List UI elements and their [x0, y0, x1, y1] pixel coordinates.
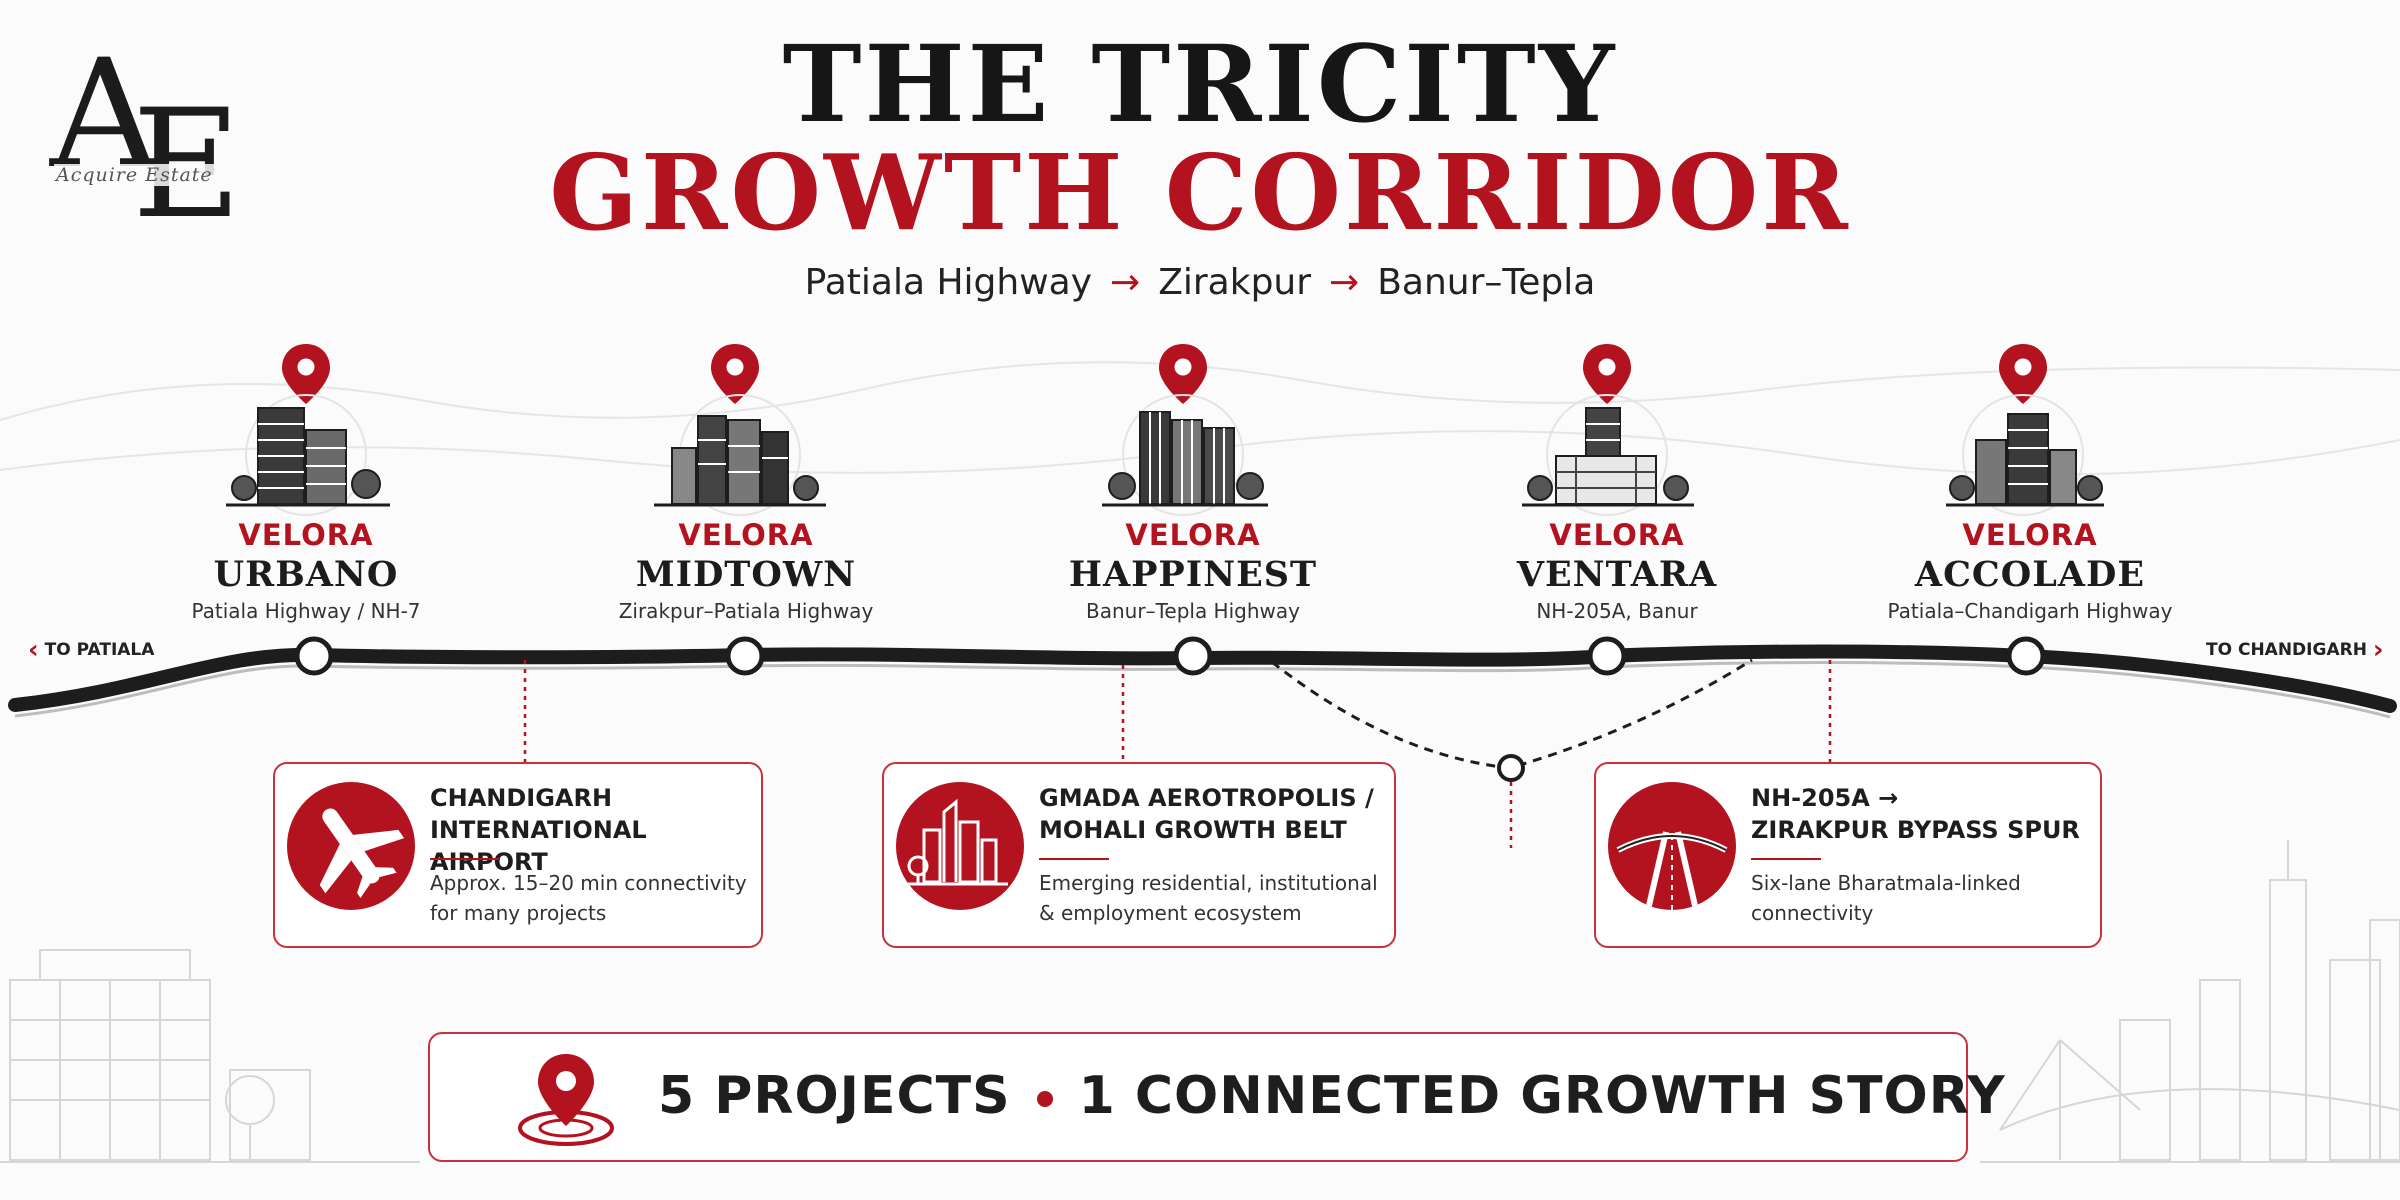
project-name: MIDTOWN [635, 554, 857, 595]
card-title-line-2: MOHALI GROWTH BELT [1039, 816, 1347, 844]
chevron-left-icon: ‹ [28, 635, 39, 665]
card-desc-line-2: connectivity [1751, 901, 1874, 925]
project-brand: VELORA [1962, 518, 2098, 552]
node-urbano [294, 636, 334, 676]
summary-banner: 5 PROJECTS 1 CONNECTED GROWTH STORY [428, 1032, 2005, 1162]
title-line-2: GROWTH CORRIDOR [549, 131, 1851, 254]
route-arrow-1: → [1110, 262, 1141, 303]
logo-script-text: Acquire Estate [54, 164, 215, 186]
building-icon-midtown [654, 394, 826, 516]
route-subtitle: Patiala Highway → Zirakpur → Banur–Tepla [0, 262, 2400, 303]
route-stop-2: Zirakpur [1158, 262, 1312, 303]
banner-left-text: 5 PROJECTS [658, 1066, 1011, 1126]
bypass-spur-dashed [1271, 658, 1753, 770]
project-location: Patiala–Chandigarh Highway [1887, 599, 2173, 623]
card-divider [1751, 858, 1821, 860]
card-desc-line-1: Six-lane Bharatmala-linked [1751, 871, 2021, 895]
project-midtown: VELORA MIDTOWN Zirakpur–Patiala Highway [566, 518, 926, 623]
project-name: URBANO [213, 554, 399, 595]
location-target-icon [518, 1054, 614, 1146]
project-location: Patiala Highway / NH-7 [191, 599, 421, 623]
bypass-card: NH-205A → ZIRAKPUR BYPASS SPUR Six-lane … [1594, 762, 2102, 948]
airplane-icon [287, 782, 415, 910]
route-stop-3: Banur–Tepla [1377, 262, 1596, 303]
node-ventara [1587, 636, 1627, 676]
project-brand: VELORA [1549, 518, 1685, 552]
spur-junction-node [1497, 754, 1525, 782]
project-location: NH-205A, Banur [1536, 599, 1698, 623]
card-title-line-1: CHANDIGARH [430, 784, 613, 812]
card-title: CHANDIGARH INTERNATIONAL AIRPORT [430, 782, 761, 878]
card-desc-line-2: & employment ecosystem [1039, 901, 1302, 925]
title-line-1: THE TRICITY [782, 21, 1618, 146]
to-chandigarh-label: TO CHANDIGARH [2206, 640, 2367, 660]
project-happinest: VELORA HAPPINEST Banur–Tepla Highway [1013, 518, 1373, 623]
building-icon-accolade [1946, 394, 2104, 516]
card-description: Approx. 15–20 min connectivity for many … [430, 868, 747, 928]
card-title-line-2: ZIRAKPUR BYPASS SPUR [1751, 816, 2080, 844]
project-brand: VELORA [678, 518, 814, 552]
building-icon-ventara [1522, 394, 1694, 516]
project-accolade: VELORA ACCOLADE Patiala–Chandigarh Highw… [1850, 518, 2210, 623]
to-patiala-label: TO PATIALA [44, 640, 155, 660]
airport-card: CHANDIGARH INTERNATIONAL AIRPORT Approx.… [273, 762, 763, 948]
building-icon-happinest [1102, 394, 1268, 516]
card-title-line-1: NH-205A → [1751, 784, 1899, 812]
project-brand: VELORA [238, 518, 374, 552]
route-arrow-2: → [1329, 262, 1360, 303]
node-happinest [1173, 636, 1213, 676]
chevron-right-icon: › [2372, 635, 2384, 665]
project-location: Zirakpur–Patiala Highway [618, 599, 874, 623]
building-icon-urbano [226, 394, 390, 516]
card-title: NH-205A → ZIRAKPUR BYPASS SPUR [1751, 782, 2080, 846]
card-divider [430, 858, 500, 860]
project-location: Banur–Tepla Highway [1086, 599, 1300, 623]
banner-dot [1036, 1091, 1053, 1107]
node-accolade [2006, 636, 2046, 676]
card-desc-line-1: Approx. 15–20 min connectivity [430, 871, 747, 895]
brand-logo: A E Acquire Estate [40, 40, 260, 250]
aerotropolis-card: GMADA AEROTROPOLIS / MOHALI GROWTH BELT … [882, 762, 1396, 948]
banner-right-text: 1 CONNECTED GROWTH STORY [1078, 1066, 2006, 1126]
project-name: VENTARA [1516, 554, 1718, 595]
project-ventara: VELORA VENTARA NH-205A, Banur [1437, 518, 1797, 623]
road-label-right: TO CHANDIGARH › [2206, 635, 2384, 665]
card-divider [1039, 858, 1109, 860]
card-title: GMADA AEROTROPOLIS / MOHALI GROWTH BELT [1039, 782, 1374, 846]
card-desc-line-2: for many projects [430, 901, 607, 925]
route-stop-1: Patiala Highway [804, 262, 1093, 303]
card-desc-line-1: Emerging residential, institutional [1039, 871, 1378, 895]
card-title-line-1: GMADA AEROTROPOLIS / [1039, 784, 1374, 812]
road-label-left: ‹ TO PATIALA [28, 635, 154, 665]
node-midtown [725, 636, 765, 676]
card-description: Six-lane Bharatmala-linked connectivity [1751, 868, 2021, 928]
project-brand: VELORA [1125, 518, 1261, 552]
project-name: HAPPINEST [1068, 554, 1318, 595]
card-description: Emerging residential, institutional & em… [1039, 868, 1378, 928]
city-skyline-icon [896, 782, 1024, 910]
card-title-line-2: INTERNATIONAL AIRPORT [430, 816, 647, 876]
highway-interchange-icon [1608, 782, 1736, 910]
project-urbano: VELORA URBANO Patiala Highway / NH-7 [126, 518, 486, 623]
project-name: ACCOLADE [1914, 554, 2146, 595]
banner-text: 5 PROJECTS 1 CONNECTED GROWTH STORY [658, 1034, 2006, 1159]
